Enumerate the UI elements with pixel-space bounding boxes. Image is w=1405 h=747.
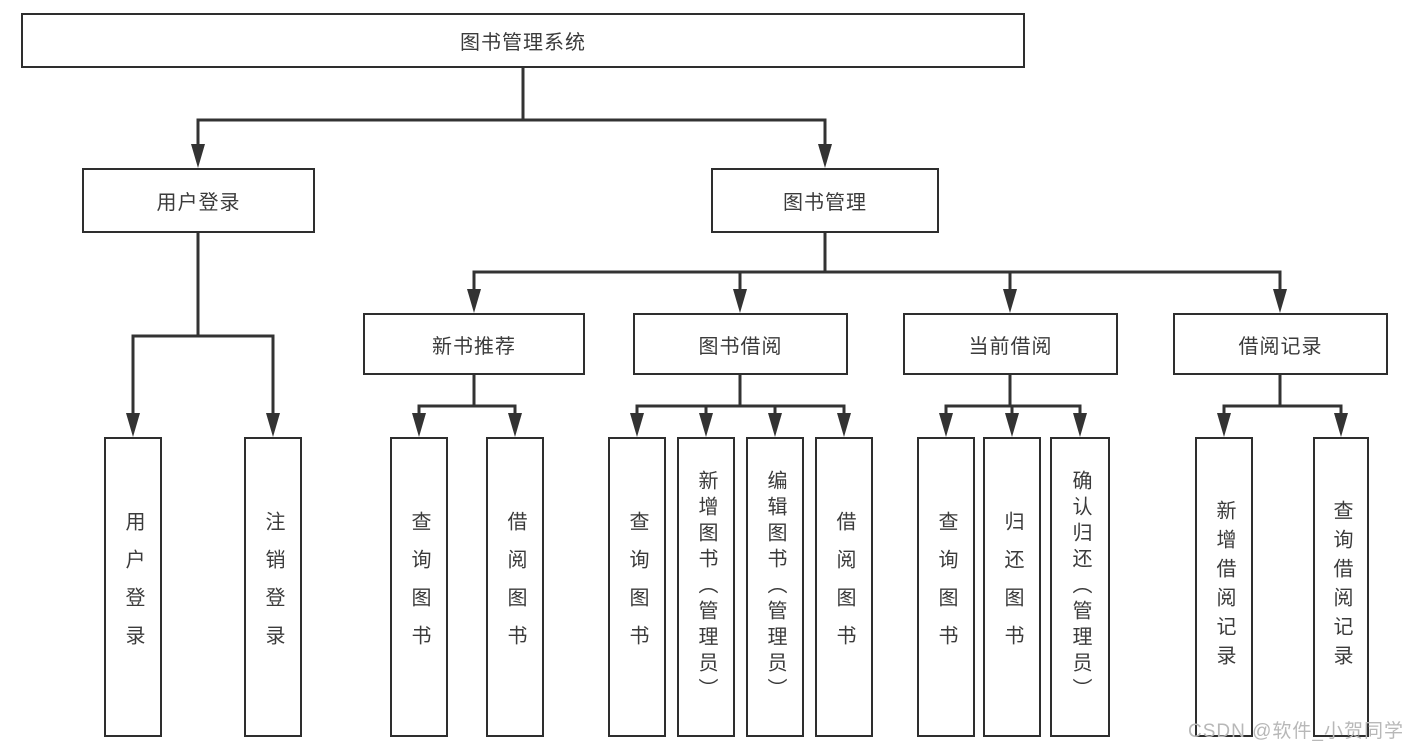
- leaf-borrow-books: 借阅图书: [815, 437, 873, 737]
- leaf-query-borrow-record: 查询借阅记录: [1313, 437, 1369, 737]
- leaf-borrow-books-recommend: 借阅图书: [486, 437, 544, 737]
- leaf-add-book-admin: 新增图书（管理员）: [677, 437, 735, 737]
- leaf-return-book: 归还图书: [983, 437, 1041, 737]
- node-user-login: 用户登录: [82, 168, 315, 233]
- node-borrow-records: 借阅记录: [1173, 313, 1388, 375]
- leaf-user-login: 用户登录: [104, 437, 162, 737]
- leaf-edit-book-admin: 编辑图书（管理员）: [746, 437, 804, 737]
- leaf-confirm-return-admin: 确认归还（管理员）: [1050, 437, 1110, 737]
- csdn-watermark: CSDN @软件_小贺同学: [1188, 721, 1404, 742]
- connector-book-borrow-to-leaves: [630, 375, 851, 437]
- node-current-borrow: 当前借阅: [903, 313, 1118, 375]
- connector-book-management-to-level3: [467, 233, 1287, 313]
- connector-user-login-to-leaves: [126, 233, 280, 437]
- connector-new-book-recommend-to-leaves: [412, 375, 522, 437]
- leaf-logout: 注销登录: [244, 437, 302, 737]
- node-new-book-recommend: 新书推荐: [363, 313, 585, 375]
- leaf-add-borrow-record: 新增借阅记录: [1195, 437, 1253, 737]
- node-book-borrow: 图书借阅: [633, 313, 848, 375]
- connector-borrow-records-to-leaves: [1217, 375, 1348, 437]
- leaf-query-books-borrow: 查询图书: [608, 437, 666, 737]
- leaf-query-books-recommend: 查询图书: [390, 437, 448, 737]
- connector-current-borrow-to-leaves: [939, 375, 1087, 437]
- node-library-system: 图书管理系统: [21, 13, 1025, 68]
- node-book-management: 图书管理: [711, 168, 939, 233]
- connector-root-to-level2: [191, 68, 832, 168]
- leaf-query-books-current: 查询图书: [917, 437, 975, 737]
